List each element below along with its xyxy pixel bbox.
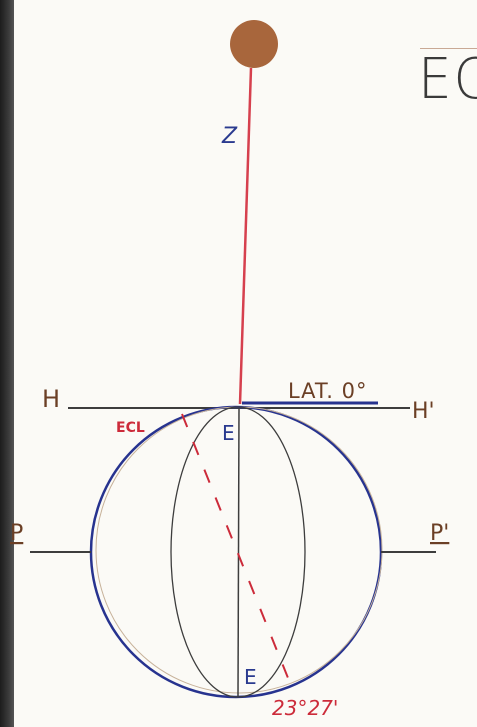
binder-edge [0, 0, 14, 727]
obliquity-label: 23°27' [272, 696, 338, 720]
vertical-axis [237, 407, 240, 698]
pole-left-label: P [10, 521, 23, 546]
horizon-left-label: H [42, 385, 60, 413]
title-underline [420, 48, 477, 49]
equator-top-label: E [222, 421, 235, 445]
latitude-label: LAT. 0° [288, 379, 367, 403]
zenith-label: Z [221, 124, 238, 149]
ecliptic-label: ECL [116, 420, 145, 436]
diagram-sheet: EC [14, 0, 477, 727]
horizon-right-label: H' [412, 399, 435, 424]
page-title: EC [418, 47, 477, 112]
pole-right-label: P' [430, 521, 449, 546]
sun-icon [230, 20, 278, 68]
ecliptic-line [181, 413, 289, 679]
zenith-line [238, 67, 253, 405]
equator-bottom-label: E [244, 665, 257, 689]
